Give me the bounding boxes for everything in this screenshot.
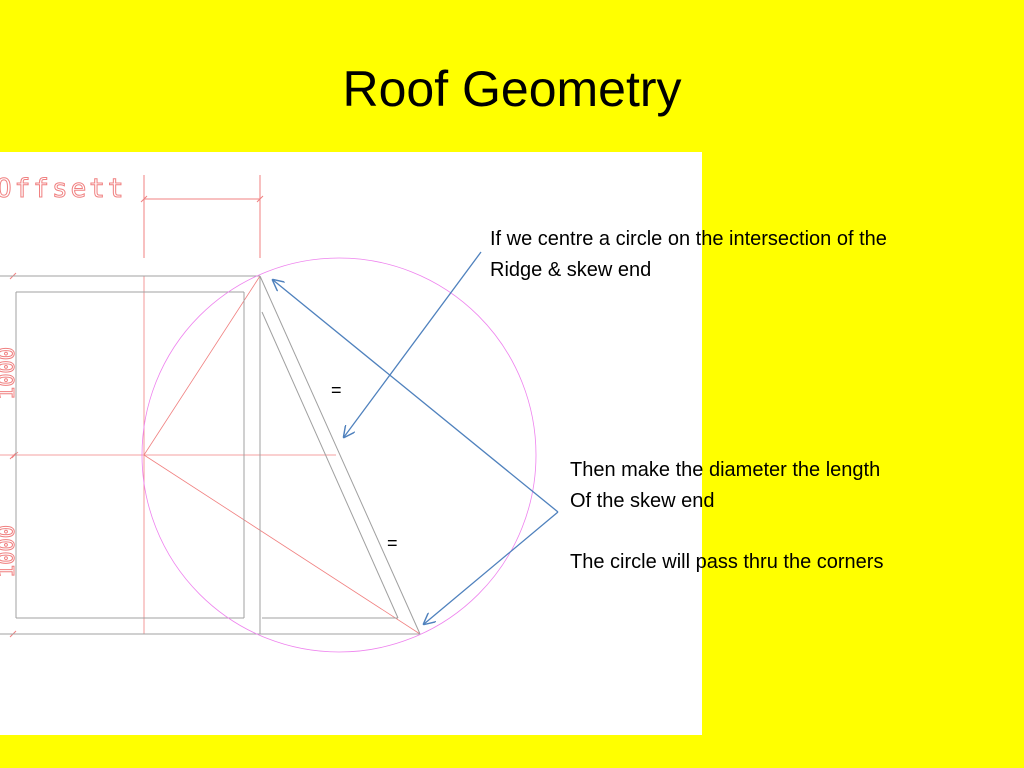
offset-dimension-text: Offsett (0, 174, 127, 204)
arrow-to-bottom-corner (424, 511, 559, 624)
vertical-dimension-top-text: 1000 (0, 347, 20, 400)
vertical-dimension-bottom-text: 1000 (0, 525, 20, 578)
hip-line-lower (143, 454, 421, 635)
arrow-to-top-corner (273, 280, 559, 513)
hip-line-upper (143, 275, 261, 456)
skew-end-inner (261, 311, 399, 619)
note-circle-centre-line-2: Ridge & skew end (490, 259, 652, 281)
arrow-to-intersection (344, 251, 482, 437)
note-diameter-line-2: Of the skew end (570, 490, 715, 512)
note-diameter-line-1: Then make the diameter the length (570, 459, 881, 481)
note-circle-centre: If we centre a circle on the intersectio… (490, 224, 887, 286)
note-diameter: Then make the diameter the length Of the… (570, 455, 880, 517)
note-corners: The circle will pass thru the corners (570, 547, 883, 578)
drawing-panel (0, 152, 702, 735)
construction-lines (0, 275, 421, 635)
arrows (273, 251, 559, 624)
note-corners-line: The circle will pass thru the corners (570, 551, 884, 573)
note-circle-centre-line-1: If we centre a circle on the intersectio… (490, 228, 887, 250)
roof-outline (0, 275, 421, 635)
vertical-dimension-tick-mid (9, 452, 17, 460)
slide-title: Roof Geometry (342, 61, 682, 117)
equal-mark-upper: = (331, 380, 342, 400)
offset-dimension (140, 175, 264, 258)
ridge-tick (11, 451, 19, 459)
dimension-tick-right (256, 195, 264, 203)
dimension-tick-left (140, 195, 148, 203)
skew-end-outer (259, 275, 421, 635)
equal-mark-lower: = (387, 533, 398, 553)
construction-circle (141, 257, 537, 653)
